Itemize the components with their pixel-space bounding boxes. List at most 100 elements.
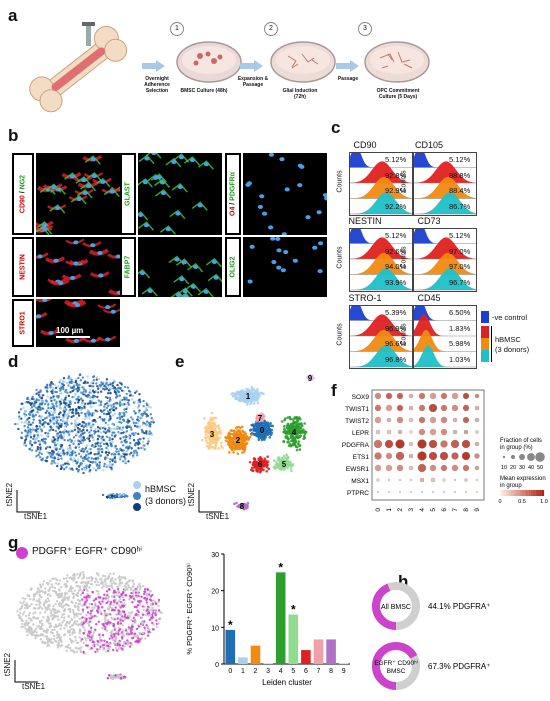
tsne-point [66, 391, 69, 394]
tsne-point [74, 412, 78, 415]
tsne-point [102, 442, 106, 446]
tsne-point [55, 425, 58, 428]
tsne-point [21, 602, 24, 605]
tsne-point [93, 606, 96, 610]
tsne-point [120, 389, 124, 392]
cluster-point [204, 430, 207, 434]
tsne-point-positive [101, 633, 105, 637]
tsne-point [35, 424, 39, 428]
tsne-point [63, 422, 67, 425]
tsne-point [62, 399, 66, 402]
tsne-point [115, 631, 119, 634]
tsne-point [35, 599, 38, 603]
tsne-point [64, 414, 68, 417]
tsne-point [50, 410, 53, 413]
tsne-point-positive [86, 634, 89, 637]
cluster-point [280, 420, 284, 423]
tsne-point [48, 421, 52, 425]
dot-7-3 [409, 478, 413, 482]
dot-6-8 [462, 464, 470, 472]
tsne-point [69, 458, 72, 461]
cluster-point [289, 444, 293, 448]
tsne-point [78, 600, 81, 603]
tsne-point [25, 619, 28, 622]
cluster-point [219, 432, 222, 435]
tsne-point [141, 440, 145, 444]
dot-0-3 [408, 393, 414, 399]
tsne-point [137, 422, 140, 425]
tsne-point [24, 438, 28, 441]
y-axis-label: % PDGFR⁺ EGFR⁺ CD90ʰⁱ [185, 563, 194, 654]
dot-5-7 [451, 452, 459, 460]
cluster-point [244, 442, 248, 446]
tsne-point [54, 602, 57, 606]
tsne-point [106, 412, 109, 416]
tsne-point [147, 421, 151, 425]
tsne-point [80, 621, 83, 624]
stain-label-part: / [19, 189, 27, 196]
cluster-label-1: 1 [246, 392, 251, 401]
tsne-point [146, 594, 149, 597]
tsne-point [108, 584, 111, 588]
hist-pct-1-2: 88.4% [449, 186, 471, 195]
stain-label-4: FABP7 [120, 237, 136, 297]
tsne-point [89, 399, 92, 403]
tsne-point [56, 439, 59, 442]
tsne-point [87, 580, 90, 583]
hist-pct-0-3: 92.2% [385, 201, 407, 211]
tsne-point [118, 413, 121, 416]
cluster-tick-7: 7 [452, 508, 459, 512]
legend-neg-label: -ve control [492, 313, 528, 322]
tsne-point [69, 448, 73, 451]
cluster-point [230, 429, 234, 432]
cluster-point [294, 420, 298, 424]
tsne-point-positive [140, 595, 143, 598]
cluster-point [285, 453, 288, 457]
tsne-point [88, 422, 91, 425]
tsne-point [123, 584, 127, 588]
cluster-point [260, 436, 264, 440]
tsne-point-positive [90, 617, 93, 620]
tsne-point [91, 436, 94, 439]
cluster-point [212, 439, 215, 443]
tsne-point [38, 627, 42, 630]
tsne-point [73, 631, 76, 634]
tsne-point [126, 406, 129, 409]
tsne-point [75, 432, 78, 436]
tsne-point [136, 443, 140, 446]
size-legend-dot-0 [502, 455, 506, 459]
tsne-point [54, 577, 57, 580]
tsne-point [105, 584, 109, 588]
tsne-point [119, 612, 122, 616]
tsne-point [38, 621, 42, 624]
tsne-point [149, 603, 153, 607]
tsne-point [35, 406, 38, 410]
tsne-point-positive [94, 597, 98, 600]
cluster-point [244, 437, 248, 441]
tsne-point [97, 404, 101, 407]
tsne-point [116, 387, 119, 390]
tsne-point [83, 467, 87, 470]
tsne-point-positive [126, 616, 129, 619]
hist-curve-5-2 [414, 329, 476, 352]
tsne-point [124, 582, 127, 586]
tsne-point [34, 611, 37, 614]
tsne-point-positive [98, 600, 101, 604]
tsne-point [87, 452, 90, 456]
hist-pct-2-3: 93.9% [385, 277, 407, 287]
tsne-point [39, 638, 42, 641]
tsne-point [108, 436, 111, 440]
tsne-point [78, 647, 81, 650]
tsne-point [51, 631, 55, 635]
tsne-point [93, 432, 96, 435]
tsne-point [120, 382, 123, 385]
tsne-point [75, 398, 78, 401]
tsne-point [135, 425, 138, 428]
hist-ylabel-1: Counts [400, 170, 408, 193]
tsne-point-positive [119, 606, 122, 609]
tsne-point [55, 405, 58, 408]
cluster-point [294, 438, 297, 442]
tsne-point [71, 631, 74, 634]
tsne-point [59, 384, 63, 388]
tsne-point [23, 603, 27, 607]
